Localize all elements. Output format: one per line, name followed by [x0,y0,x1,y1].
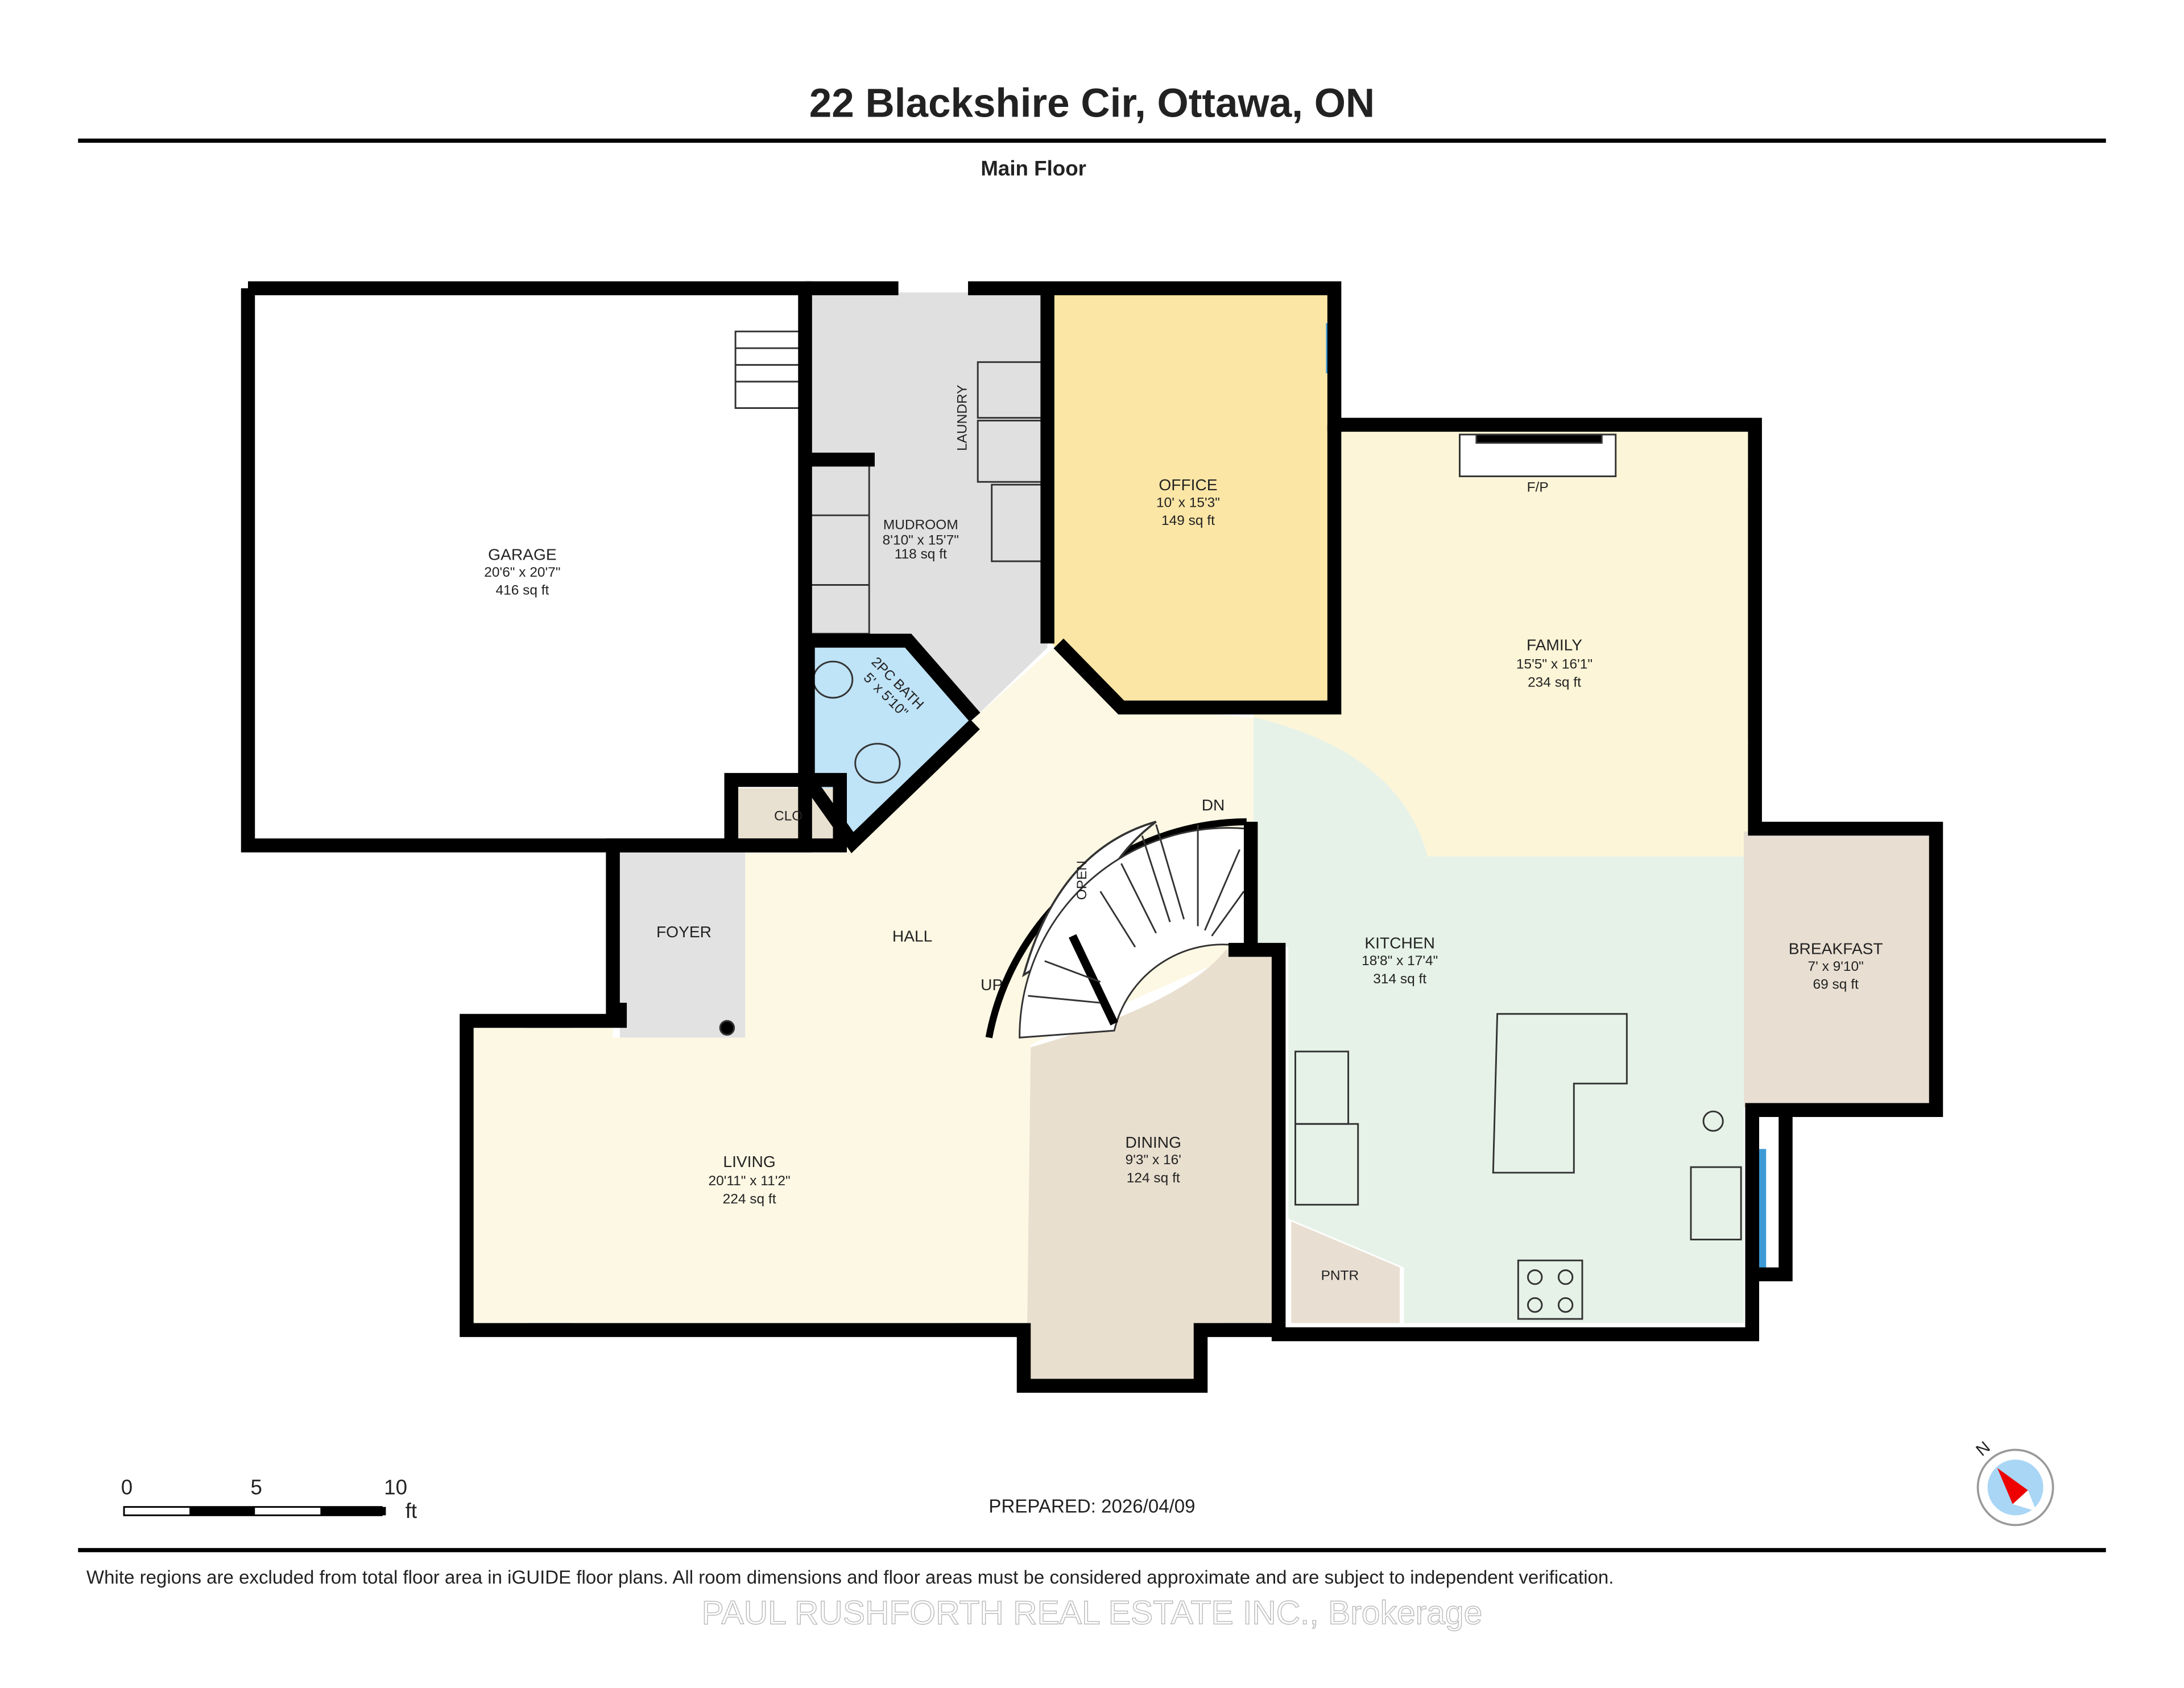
foyer-label: FOYER [656,923,712,941]
hall-label: HALL [892,927,932,945]
family-fill [1254,429,1752,857]
mudroom-fill [805,292,1048,718]
walls [241,281,1943,1393]
breakfast-name: BREAKFAST [1789,940,1883,957]
stairs-open-label: OPEN [1074,860,1090,900]
dining-area: 124 sq ft [1127,1170,1180,1186]
pantry-label: PNTR [1321,1268,1359,1283]
kitchen-area: 314 sq ft [1373,971,1426,987]
garage-dims: 20'6" x 20'7" [484,565,560,580]
dining-dims: 9'3" x 16' [1126,1152,1181,1168]
living-dims: 20'11" x 11'2" [708,1173,790,1189]
office-dims: 10' x 15'3" [1156,495,1220,510]
scale-unit: ft [406,1499,417,1522]
hall-fill [473,643,1254,1323]
laundry-label: LAUNDRY [955,384,970,450]
closet-label: CLO [774,808,803,824]
scale-tick-0: 0 [121,1476,133,1499]
scale-bar: 0 5 10 ft [121,1476,417,1523]
watermark: PAUL RUSHFORTH REAL ESTATE INC., Brokera… [702,1594,1483,1631]
prepared-date: PREPARED: 2026/04/09 [988,1496,1195,1517]
fixtures [719,330,1742,1320]
office-name: OFFICE [1159,476,1217,494]
mudroom-area: 118 sq ft [895,547,947,562]
breakfast-area: 69 sq ft [1813,977,1859,992]
office-fill [1051,292,1330,708]
room-living: LIVING 20'11" x 11'2" 224 sq ft [708,1153,790,1207]
page-title: 22 Blackshire Cir, Ottawa, ON [809,81,1375,126]
living-area: 224 sq ft [723,1191,776,1207]
bath-fill [810,643,975,836]
living-name: LIVING [723,1153,775,1170]
disclaimer: White regions are excluded from total fl… [86,1567,1614,1588]
stairs-up-label: UP [981,976,1003,994]
room-breakfast: BREAKFAST 7' x 9'10" 69 sq ft [1789,940,1883,992]
pantry-fill [1291,1221,1400,1323]
mudroom-name: MUDROOM [883,518,958,533]
fireplace-label: F/P [1527,479,1549,495]
compass-north-label: N [1972,1438,1993,1460]
foyer-fill [619,852,746,1038]
staircase: OPEN UP DN [981,796,1248,1039]
room-family: F/P FAMILY 15'5" x 16'1" 234 sq ft [1516,479,1592,690]
garage-name: GARAGE [488,545,556,563]
room-garage: GARAGE 20'6" x 20'7" 416 sq ft [484,545,560,598]
garage-area: 416 sq ft [495,583,549,598]
room-mudroom: MUDROOM 8'10" x 15'7" 118 sq ft LAUNDRY [883,384,970,562]
room-kitchen: KITCHEN 18'8" x 17'4" 314 sq ft [1362,934,1438,987]
dining-fill [1026,950,1279,1379]
scale-tick-10: 10 [384,1476,407,1499]
room-office: OFFICE 10' x 15'3" 149 sq ft [1156,476,1220,528]
family-name: FAMILY [1527,636,1582,654]
dining-name: DINING [1125,1133,1181,1151]
scale-tick-5: 5 [250,1476,262,1499]
kitchen-name: KITCHEN [1364,934,1435,952]
kitchen-dims: 18'8" x 17'4" [1362,953,1438,969]
breakfast-fill [1744,831,1936,1107]
family-dims: 15'5" x 16'1" [1516,656,1592,672]
compass-icon: N [1972,1438,2054,1526]
mudroom-dims: 8'10" x 15'7" [883,532,959,548]
floor-label: Main Floor [981,157,1086,180]
office-area: 149 sq ft [1161,513,1215,528]
stairs-down-label: DN [1202,796,1225,814]
breakfast-dims: 7' x 9'10" [1808,959,1864,974]
room-dining: DINING 9'3" x 16' 124 sq ft [1125,1133,1181,1186]
family-area: 234 sq ft [1528,675,1581,690]
